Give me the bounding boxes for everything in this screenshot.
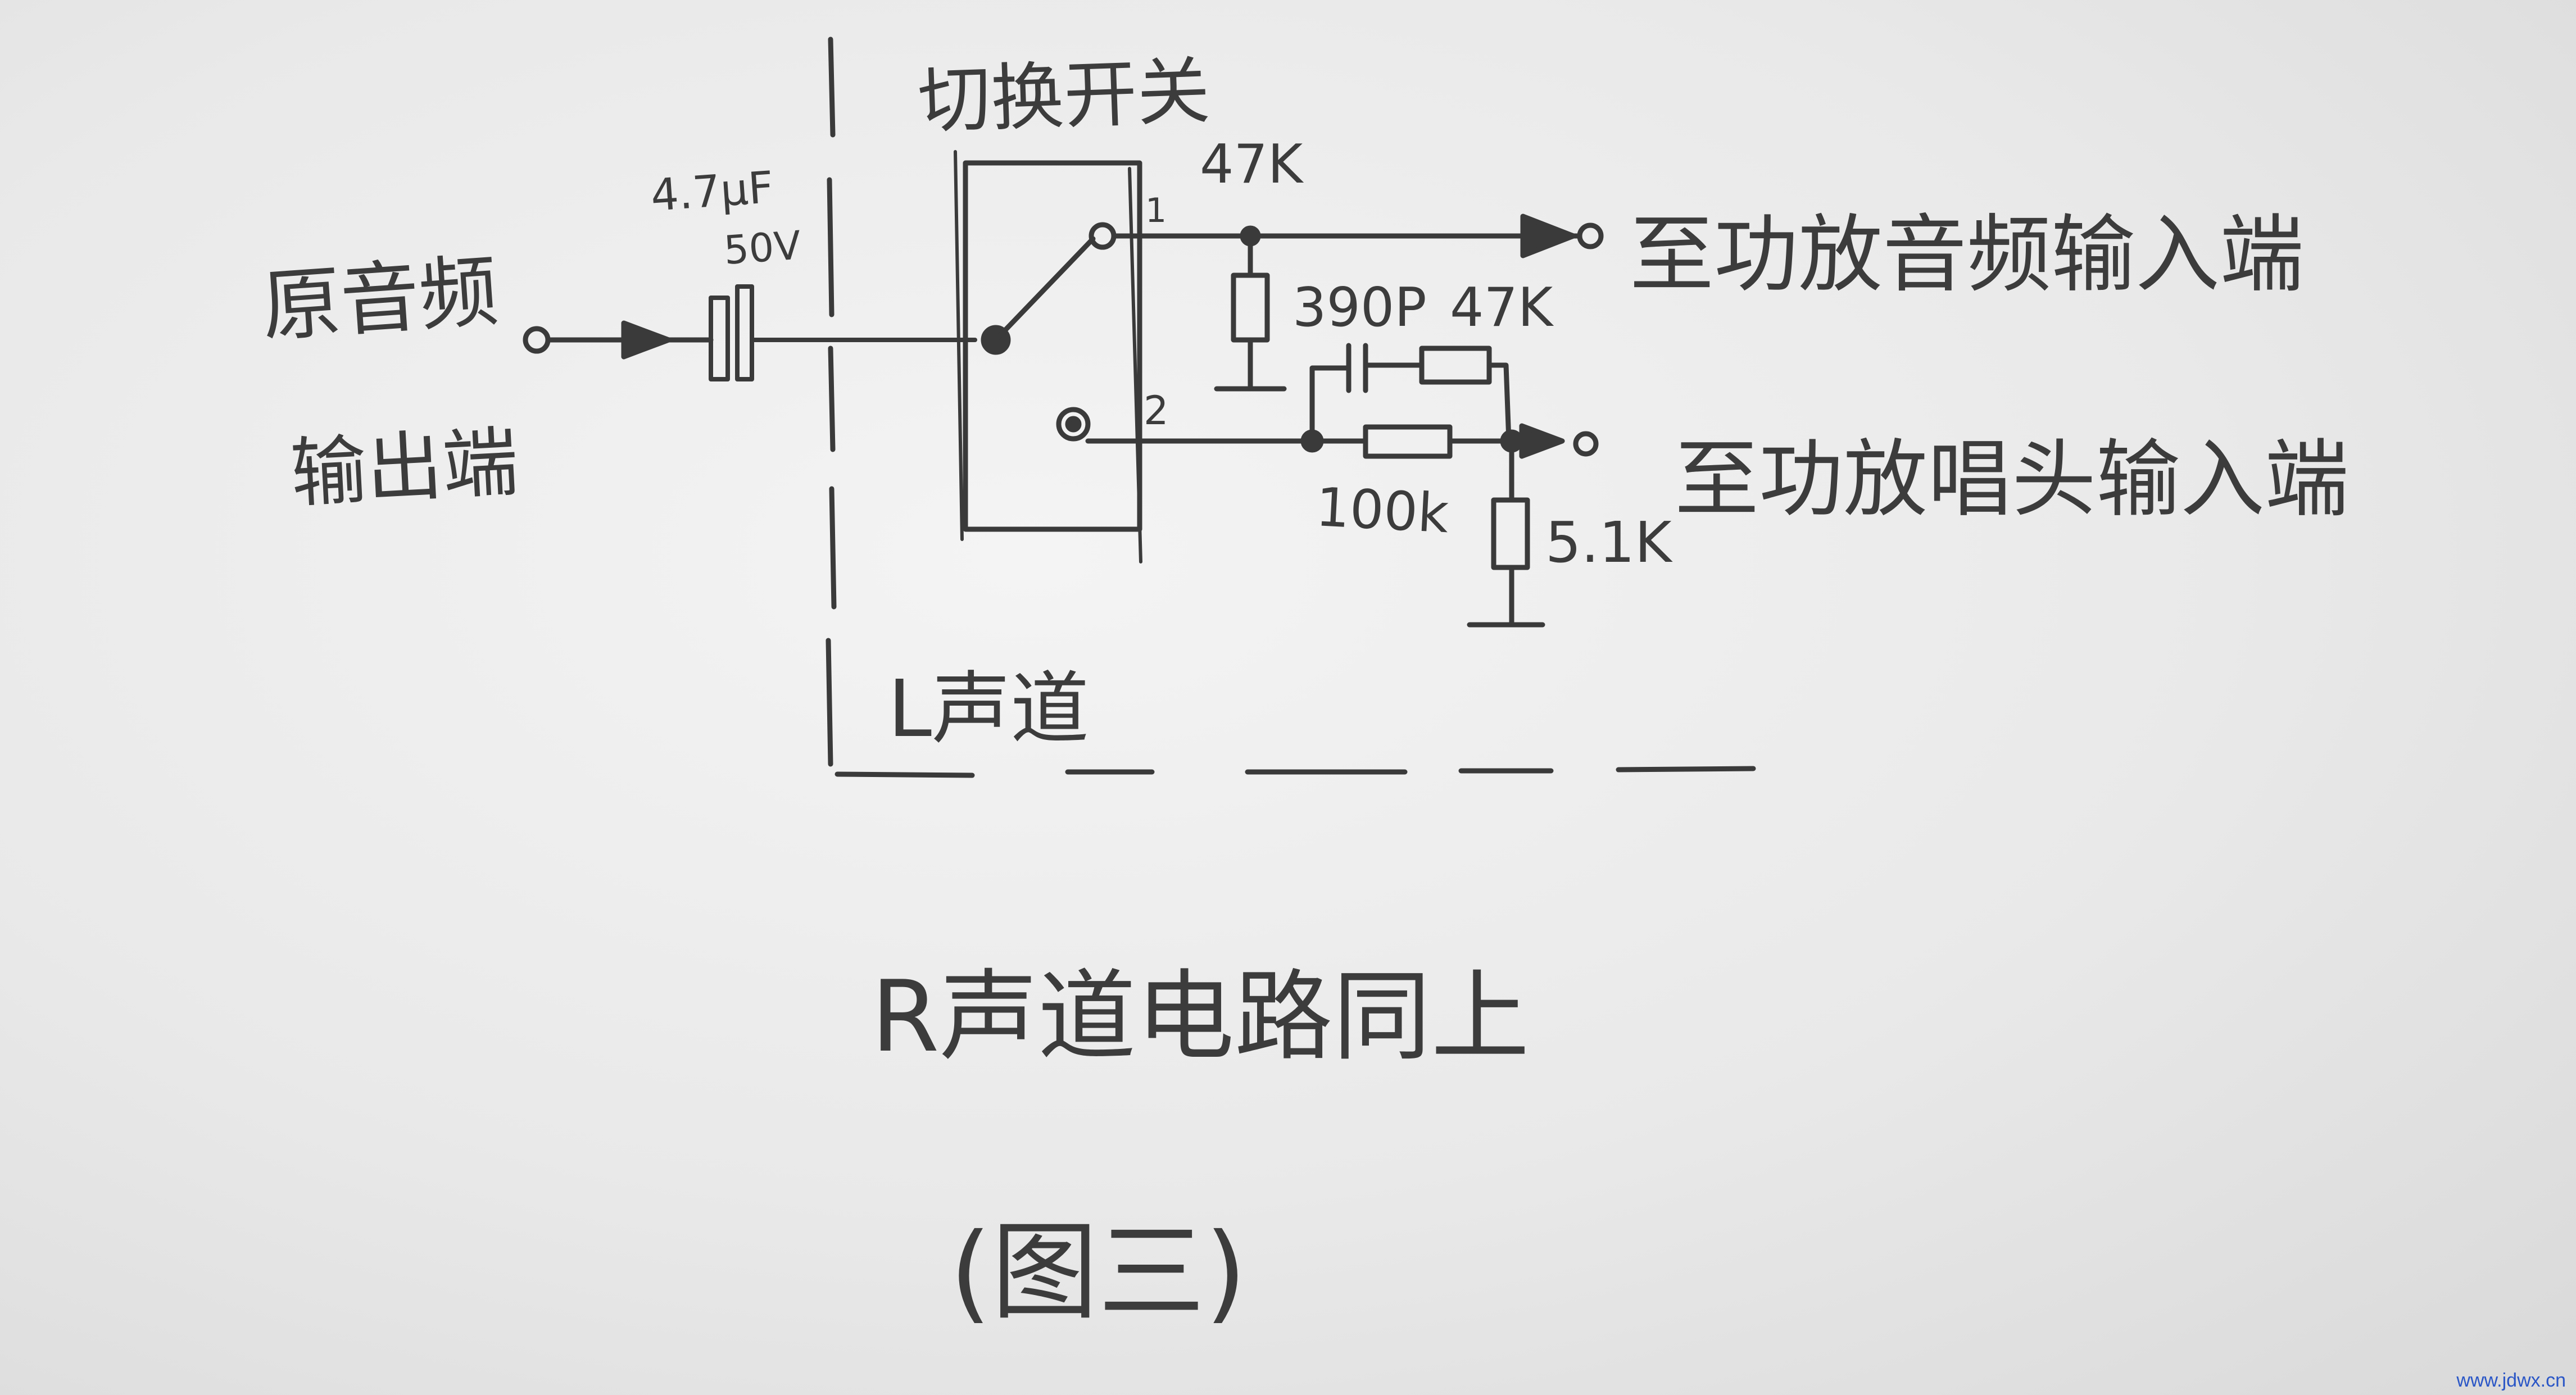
source-label-line1: 原音频 [259, 246, 501, 353]
phono-output-terminal [1573, 431, 1599, 457]
switch-contact-1 [1089, 222, 1117, 250]
channel-label: L声道 [888, 664, 1089, 755]
source-label-line2: 输出端 [288, 418, 520, 518]
audio-output-path [1111, 213, 1604, 392]
switch-title-label: 切换开关 [917, 48, 1212, 144]
switch-pos1-label: 1 [1145, 191, 1167, 230]
audio-output-label: 至功放音频输入端 [1630, 206, 2304, 304]
resistor-47k-shunt [1231, 272, 1270, 343]
boundary-horizontal-dashes [835, 766, 1756, 778]
phono-output-arrow [1519, 423, 1565, 459]
phono-output-path [1085, 343, 1599, 628]
coupling-capacitor [709, 284, 977, 381]
resistor-5-1k [1491, 497, 1530, 570]
resistor-47k-mid-label: 47K [1450, 277, 1554, 339]
channel-boundary [826, 37, 1756, 778]
resistor-5-1k-label: 5.1K [1545, 510, 1673, 575]
audio-output-arrow [1520, 213, 1576, 258]
r-channel-note: R声道电路同上 [871, 960, 1530, 1074]
switch-body [963, 160, 1142, 532]
resistor-47k-series [1419, 346, 1492, 385]
resistor-47k-top-label: 47K [1200, 134, 1304, 196]
watermark: www.jdwx.cn [2456, 1370, 2566, 1391]
source-terminal-circle [523, 326, 551, 354]
resistor-100k-label: 100k [1314, 476, 1450, 545]
selector-switch [954, 150, 1142, 564]
labels: 原音频 输出端 4.7μF 50V 切换开关 1 2 47K 390P 47K … [259, 48, 2349, 1334]
capacitor-voltage-label: 50V [722, 222, 802, 274]
boundary-vertical-dashes [826, 37, 837, 767]
source-terminal [523, 320, 714, 360]
switch-pos2-label: 2 [1144, 388, 1169, 434]
capacitor-value-label: 4.7μF [649, 162, 775, 221]
switch-lever [993, 236, 1096, 343]
switch-contact-2 [1056, 407, 1091, 442]
phono-output-label: 至功放唱头输入端 [1675, 431, 2349, 529]
capacitor-390p-label: 390P [1292, 277, 1427, 339]
input-arrow [621, 320, 672, 360]
audio-output-terminal [1577, 222, 1604, 249]
figure-caption: (图三) [950, 1210, 1246, 1334]
resistor-100k [1363, 424, 1453, 459]
